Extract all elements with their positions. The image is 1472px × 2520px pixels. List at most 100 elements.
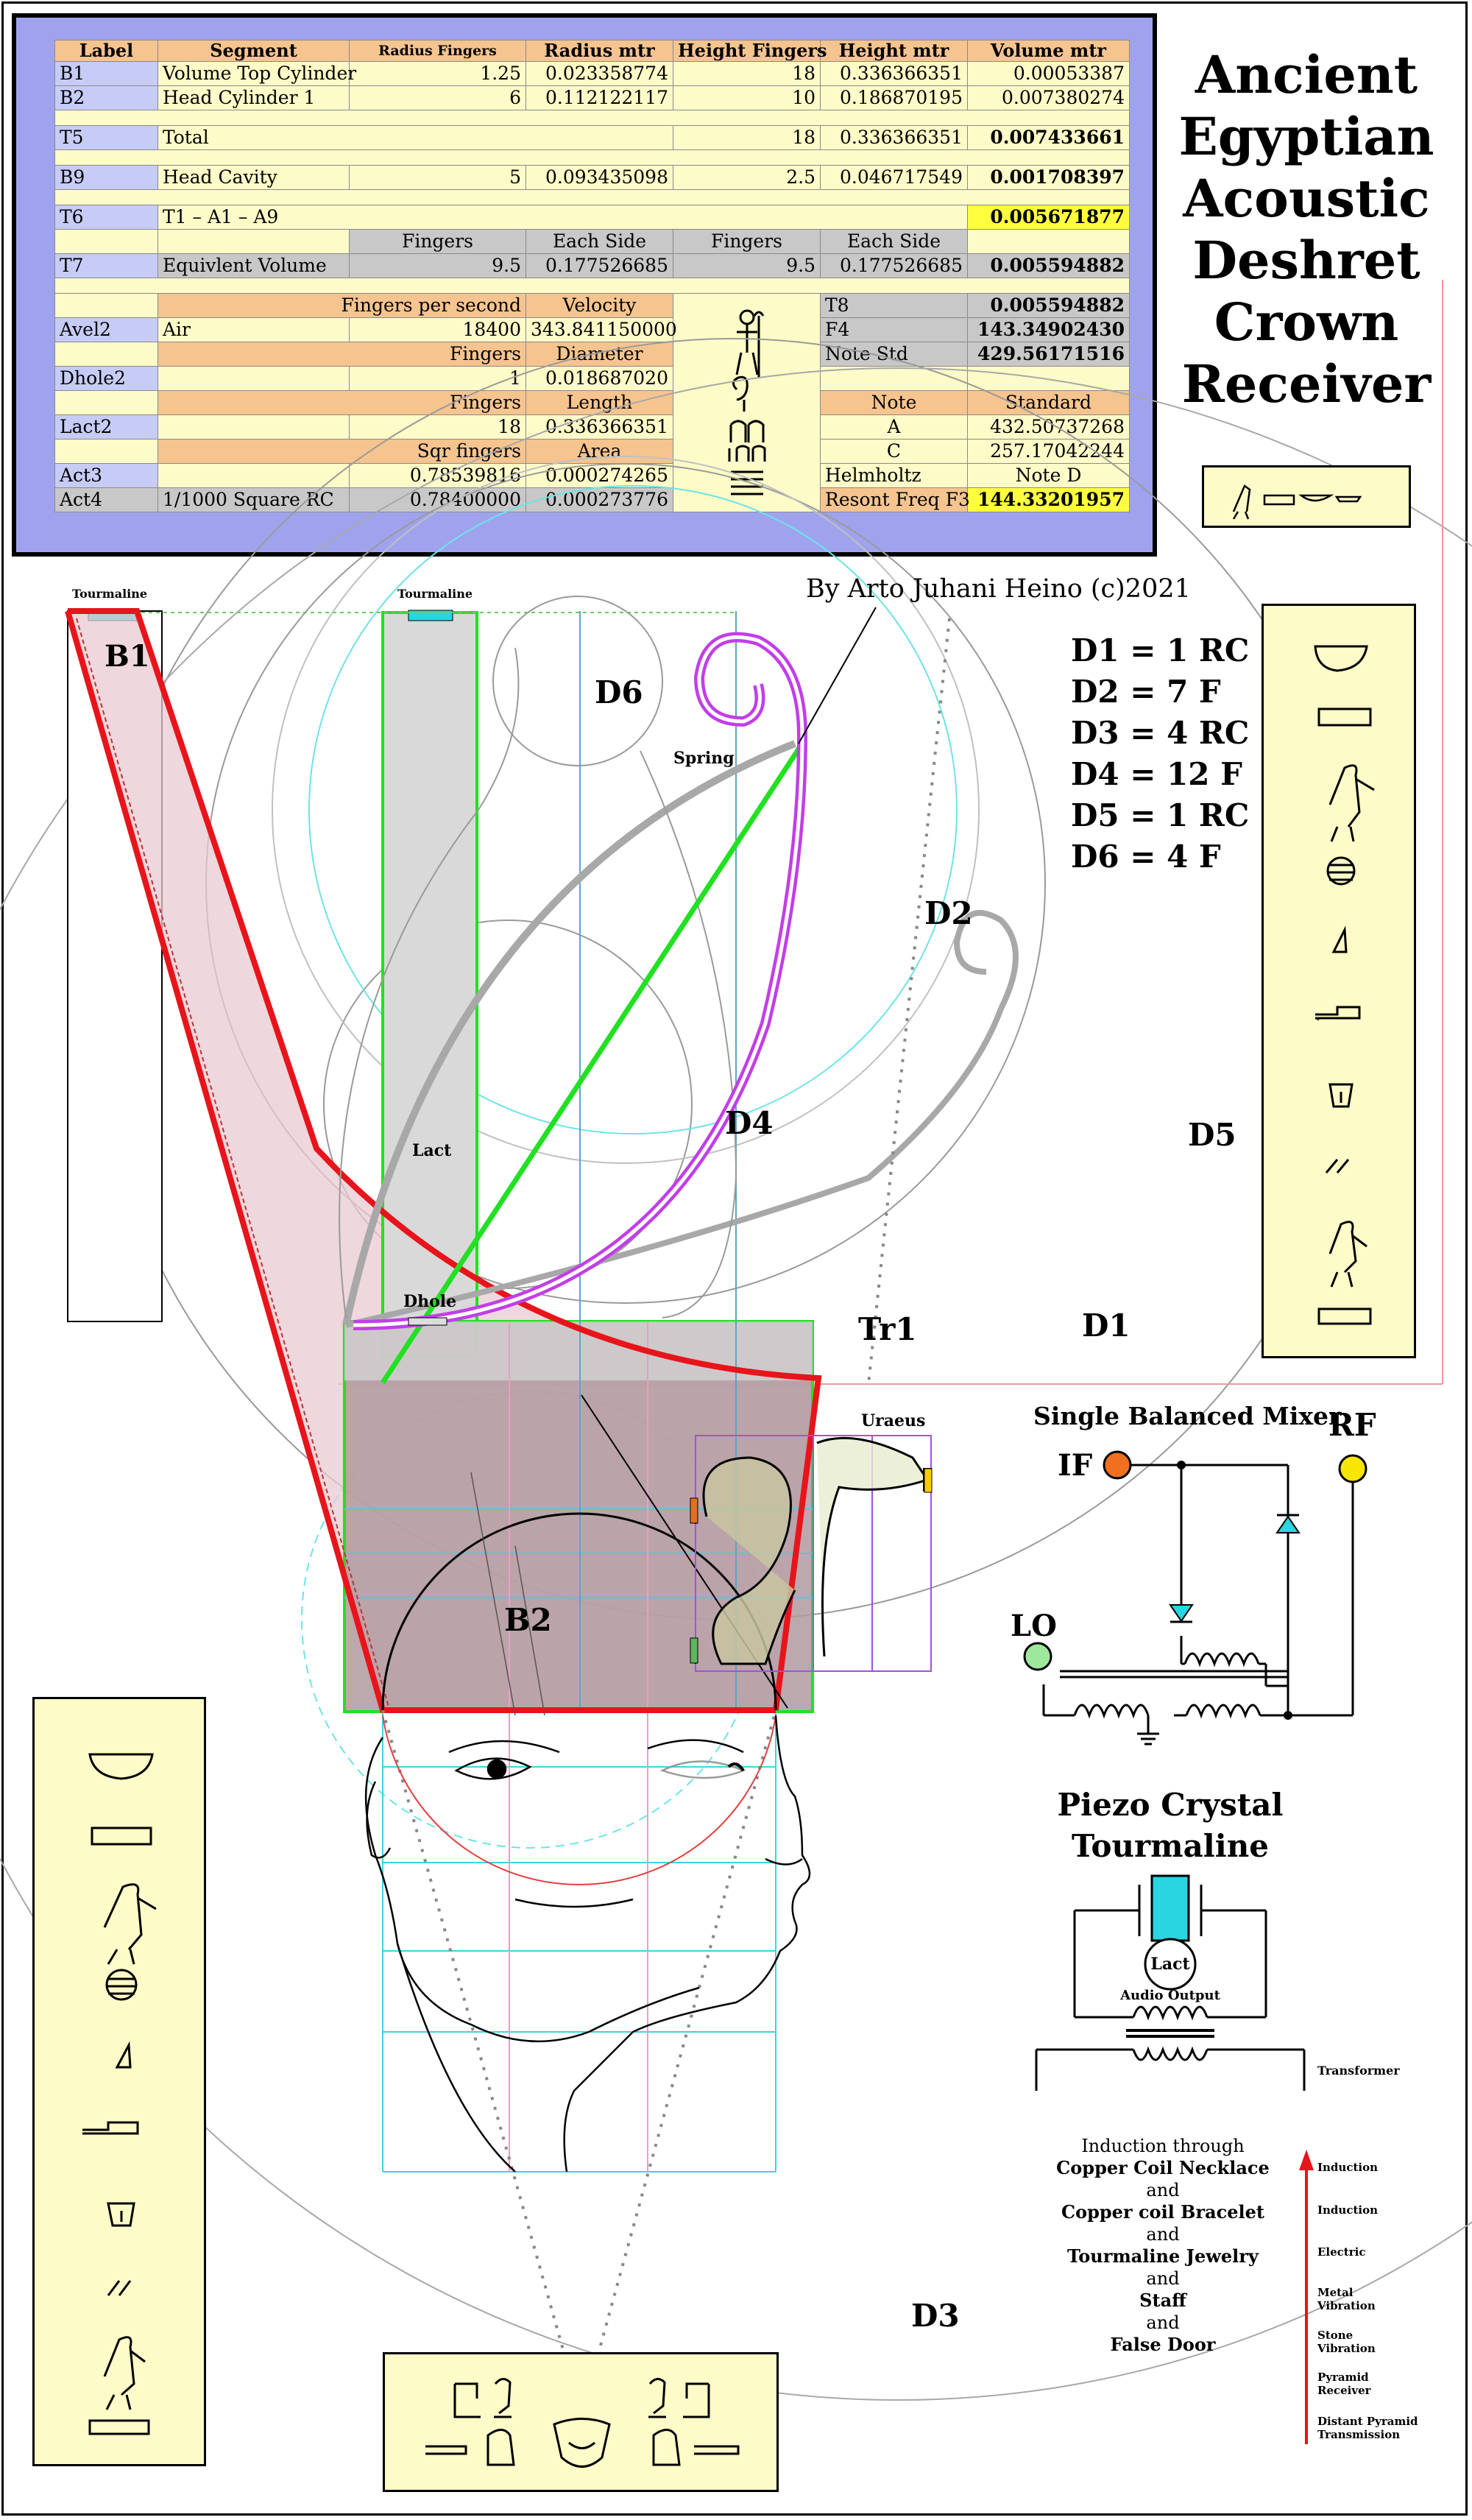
empty-cell: [54, 342, 158, 367]
d-list-item: D5 = 1 RC: [1071, 797, 1250, 833]
label-uraeus: Uraeus: [861, 1411, 925, 1430]
induction-item: Tourmaline Jewelry: [1067, 2245, 1259, 2267]
value-cell: 18: [349, 414, 526, 440]
transmission-step: Induction: [1317, 2161, 1378, 2174]
value-cell: 18400: [349, 317, 526, 342]
label-d6: D6: [595, 674, 643, 710]
label-b2: B2: [504, 1602, 552, 1638]
right-value: Note D: [967, 463, 1130, 488]
piezo-title: Piezo Crystal: [1058, 1787, 1284, 1823]
audio-output-label: Audio Output: [1119, 1988, 1221, 2003]
circle-d6: [492, 596, 663, 766]
transmission-step: Electric: [1317, 2245, 1366, 2259]
label-d5: D5: [1188, 1117, 1236, 1153]
induction-item: False Door: [1110, 2334, 1216, 2355]
value-cell: 0.018687020: [526, 366, 673, 391]
label-lact: Lact: [412, 1141, 452, 1160]
page-title: Ancient Egyptian Acoustic Deshret Crown …: [1170, 44, 1443, 415]
segment-cell: T1 – A1 – A9: [158, 205, 968, 230]
value-cell: 0.177526685: [526, 253, 673, 278]
segment-cell: Head Cavity: [158, 165, 350, 190]
value-cell: 1.25: [349, 61, 526, 86]
value-cell: 0.336366351: [820, 125, 968, 150]
uraeus-cobra: [690, 1435, 933, 1672]
table-row: Lact2 18 0.336366351 A 432.50737268: [54, 414, 1130, 440]
row-label: T7: [54, 253, 158, 278]
empty-cell: [158, 414, 350, 440]
mixer-circuit: [1042, 1464, 1354, 1746]
induction-joiner: and: [1146, 2312, 1180, 2333]
subheader-cell: Each Side: [820, 229, 968, 254]
label-tourmaline-left: Tourmaline: [72, 587, 147, 601]
table-row: B1 Volume Top Cylinder 1.25 0.023358774 …: [54, 61, 1130, 86]
head-lower-arc: [382, 1715, 776, 1885]
spacer-row: [54, 189, 1130, 205]
label-tr1: Tr1: [858, 1311, 917, 1347]
value-cell: 10: [673, 85, 821, 110]
label-b1: B1: [105, 639, 150, 674]
value-cell: 1: [349, 366, 526, 391]
lo-port: [1023, 1642, 1052, 1671]
transmission-step: Stone Vibration: [1317, 2329, 1376, 2355]
piezo-title-2: Tourmaline: [1072, 1828, 1269, 1864]
empty-cell: [967, 229, 1130, 254]
table-row: Fingers Length Note Standard: [54, 390, 1130, 415]
value-cell: 9.5: [673, 253, 821, 278]
table-row: Avel2 Air 18400 343.841150000 F4 143.349…: [54, 317, 1130, 342]
label-d1: D1: [1082, 1307, 1130, 1344]
row-label: Lact2: [54, 414, 158, 440]
row-label: B2: [54, 85, 158, 110]
title-line: Receiver: [1181, 353, 1432, 414]
table-row: T5 Total 18 0.336366351 0.007433661: [54, 125, 1130, 150]
row-label: T5: [54, 125, 158, 150]
row-label: Act3: [54, 463, 158, 488]
right-label: Resont Freq F3: [820, 487, 970, 512]
hieroglyph-column-left-icon: [82, 1753, 157, 2435]
spacer-row: [54, 149, 1130, 166]
title-line: Egyptian: [1178, 106, 1434, 167]
subheader-cell: Fingers: [673, 229, 821, 254]
mixer-title: Single Balanced Mixer: [1033, 1402, 1342, 1430]
mixer-rf-label: RF: [1328, 1407, 1376, 1443]
crown-inner-dash: [76, 618, 389, 1707]
row-label: T6: [54, 205, 158, 230]
pink-grid: [509, 1321, 648, 2172]
grey-curve-main: [342, 740, 796, 1327]
subheader-cell: Each Side: [526, 229, 673, 254]
calculation-table-panel: Label Segment Radius Fingers Radius mtr …: [12, 13, 1157, 557]
title-line: Ancient: [1195, 44, 1418, 105]
label-d3: D3: [911, 2298, 960, 2334]
transmission-step: Pyramid Receiver: [1317, 2371, 1371, 2397]
rf-port: [1338, 1454, 1367, 1483]
segment-cell: Volume Top Cylinder: [158, 61, 356, 86]
table-row: Fingers per second Velocity T8 0.0055: [54, 293, 1130, 512]
value-cell: 18: [673, 61, 821, 86]
value-cell: 0.336366351: [820, 61, 968, 86]
row-label: Act4: [54, 487, 158, 512]
induction-joiner: and: [1146, 2180, 1180, 2200]
cyan-circle: [308, 485, 958, 1134]
d-list-item: D6 = 4 F: [1071, 839, 1221, 875]
subheader-cell: Velocity: [526, 293, 673, 318]
subheader-cell: Length: [526, 390, 673, 415]
value-cell: 0.186870195: [820, 85, 968, 110]
subheader-cell: Diameter: [526, 342, 673, 367]
credit-leader-line: [798, 607, 877, 744]
left-cartouche: [32, 1697, 206, 2466]
grey-thin-curve-2: [640, 750, 737, 1319]
grey-thin-curve: [339, 647, 520, 1319]
segment-cell: 1/1000 Square RC: [158, 487, 350, 512]
value-cell: 0.023358774: [526, 61, 673, 86]
diagram-labels: B1 B2 D1 D2 D3 D4 D5 D6 Tr1 Spring Lact …: [72, 587, 1236, 2334]
right-label: C: [820, 439, 968, 464]
face-profile: [364, 1715, 811, 2173]
transmission-step: Distant Pyramid Transmission: [1317, 2415, 1418, 2441]
right-subheader: Note: [820, 390, 968, 415]
value-cell: 0.046717549: [820, 165, 968, 190]
title-line: Crown: [1214, 292, 1399, 353]
cyan-grid: [344, 1508, 813, 2173]
title-line: Acoustic: [1183, 168, 1430, 229]
cross-lines: [470, 1472, 545, 1716]
row-label: Dhole2: [54, 366, 158, 391]
mixer-lo-label: LO: [1011, 1609, 1057, 1643]
